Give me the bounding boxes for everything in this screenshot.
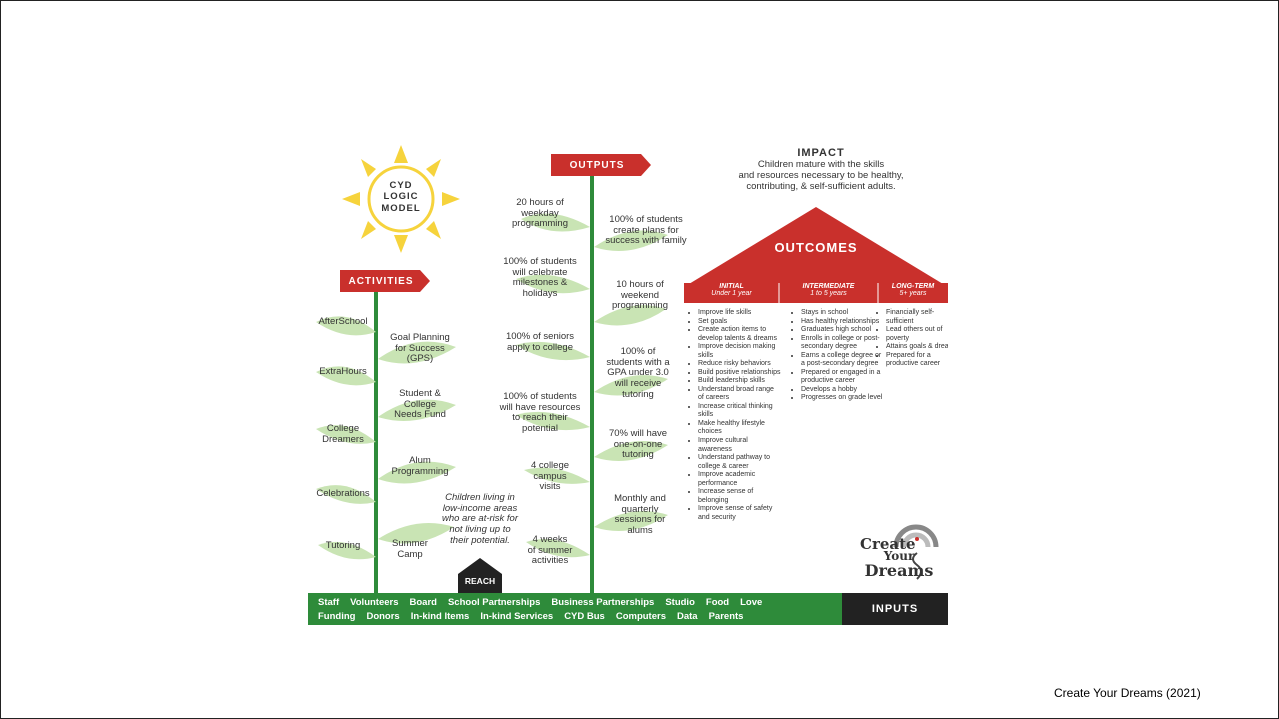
outcome-heading-long-term: LONG-TERM 5+ years bbox=[891, 283, 935, 298]
impact-text: Children mature with the skills and reso… bbox=[738, 159, 904, 192]
output-weekend: 10 hours of weekend programming bbox=[612, 279, 668, 312]
sun-label: CYD LOGIC MODEL bbox=[381, 180, 421, 214]
list-item: Improve academic performance bbox=[698, 471, 781, 488]
outputs-banner: OUTPUTS bbox=[569, 159, 625, 171]
rainbow-icon bbox=[893, 524, 939, 580]
output-plans: 100% of students create plans for succes… bbox=[605, 214, 687, 247]
outcome-heading-initial: INITIAL Under 1 year bbox=[711, 283, 752, 298]
list-item: Increase critical thinking skills bbox=[698, 403, 781, 420]
list-item: Lead others out of poverty bbox=[886, 326, 948, 343]
list-item: Build positive relationships bbox=[698, 369, 781, 378]
impact-title: IMPACT bbox=[797, 147, 845, 159]
activity-college-dreamers: College Dreamers bbox=[322, 423, 364, 445]
activity-alum-programming: Alum Programming bbox=[391, 455, 449, 477]
activities-leaves bbox=[316, 316, 456, 560]
output-seniors: 100% of seniors apply to college bbox=[505, 331, 575, 353]
list-item: Prepared for a productive career bbox=[886, 352, 948, 369]
output-weekday: 20 hours of weekday programming bbox=[512, 197, 568, 230]
output-resources: 100% of students will have resources to … bbox=[499, 391, 581, 434]
list-item: Create action items to develop talents &… bbox=[698, 326, 781, 343]
output-campus-visits: 4 college campus visits bbox=[530, 460, 570, 493]
outputs-leaves bbox=[516, 213, 668, 558]
list-item: Develops a hobby bbox=[801, 386, 886, 395]
list-item: Understand broad range of careers bbox=[698, 386, 781, 403]
activity-needs-fund: Student & College Needs Fund bbox=[394, 388, 446, 421]
output-summer-activities: 4 weeks of summer activities bbox=[527, 534, 573, 567]
outcome-heading-intermediate: INTERMEDIATE 1 to 5 years bbox=[802, 283, 855, 298]
list-item: Increase sense of belonging bbox=[698, 488, 781, 505]
list-item: Improve cultural awareness bbox=[698, 437, 781, 454]
list-item: Build leadership skills bbox=[698, 377, 781, 386]
list-item: Financially self-sufficient bbox=[886, 309, 948, 326]
list-item: Progresses on grade level bbox=[801, 394, 886, 403]
list-item: Improve decision making skills bbox=[698, 343, 781, 360]
activity-afterschool: AfterSchool bbox=[318, 316, 368, 327]
create-your-dreams-logo: Create Your Dreams bbox=[860, 535, 934, 580]
output-milestones: 100% of students will celebrate mileston… bbox=[503, 256, 577, 299]
activity-extrahours: ExtraHours bbox=[319, 366, 367, 377]
list-item: Make healthy lifestyle choices bbox=[698, 420, 781, 437]
inputs-label: INPUTS bbox=[842, 593, 948, 625]
output-one-on-one: 70% will have one-on-one tutoring bbox=[608, 428, 668, 461]
list-item: Reduce risky behaviors bbox=[698, 360, 781, 369]
list-item: Prepared or engaged in a productive care… bbox=[801, 369, 886, 386]
list-item: Improve life skills bbox=[698, 309, 781, 318]
activity-goal-planning: Goal Planning for Success (GPS) bbox=[390, 332, 450, 365]
list-item: Stays in school bbox=[801, 309, 886, 318]
list-item: Enrolls in college or post-secondary deg… bbox=[801, 335, 886, 352]
list-item: Earns a college degree or a post-seconda… bbox=[801, 352, 886, 369]
list-item: Has healthy relationships bbox=[801, 318, 886, 327]
activity-tutoring: Tutoring bbox=[325, 540, 361, 551]
list-item: Attains goals & dreams bbox=[886, 343, 948, 352]
outcome-list-long-term: Financially self-sufficient Lead others … bbox=[874, 309, 948, 369]
list-item: Understand pathway to college & career bbox=[698, 454, 781, 471]
reach-text: Children living in low-income areas who … bbox=[441, 492, 519, 546]
activity-summer-camp: Summer Camp bbox=[392, 538, 428, 560]
sun-icon bbox=[342, 145, 460, 253]
output-alum-sessions: Monthly and quarterly sessions for alums bbox=[614, 493, 666, 536]
list-item: Graduates high school bbox=[801, 326, 886, 335]
list-item: Improve sense of safety and security bbox=[698, 505, 781, 522]
outcome-list-initial: Improve life skills Set goals Create act… bbox=[686, 309, 781, 522]
output-gpa-tutoring: 100% of students with a GPA under 3.0 wi… bbox=[606, 346, 670, 400]
activities-banner: ACTIVITIES bbox=[348, 275, 414, 287]
outcomes-title: OUTCOMES bbox=[774, 240, 858, 255]
diagram-graphics bbox=[316, 145, 948, 593]
activity-celebrations: Celebrations bbox=[316, 488, 370, 499]
list-item: Set goals bbox=[698, 318, 781, 327]
citation: Create Your Dreams (2021) bbox=[1054, 686, 1201, 700]
outcome-list-intermediate: Stays in school Has healthy relationship… bbox=[789, 309, 886, 403]
logic-model-poster: CYD LOGIC MODEL ACTIVITIES AfterSchool E… bbox=[306, 127, 948, 627]
reach-label: REACH bbox=[464, 576, 496, 586]
